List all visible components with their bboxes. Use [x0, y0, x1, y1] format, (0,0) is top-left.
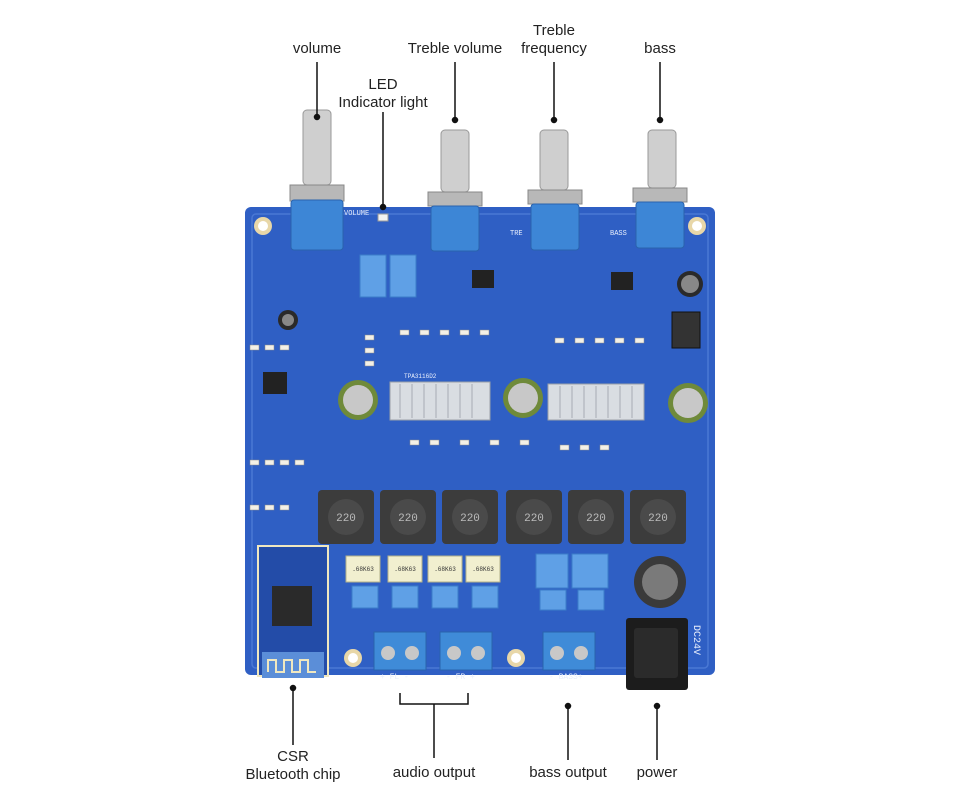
label-bass: bass: [644, 40, 676, 57]
capacitor-small-left: [278, 310, 298, 330]
film-cap-top-2: [389, 254, 417, 298]
label-bass-output: bass output: [529, 764, 607, 781]
inductor-2: [380, 490, 436, 544]
film-cap-top-1: [359, 254, 387, 298]
label-csr-line1: CSR: [277, 748, 309, 765]
inductors: [318, 490, 686, 544]
terminal-fr-silkscreen: - FR +: [446, 673, 475, 682]
inductor-3: [442, 490, 498, 544]
potentiometer-volume: [289, 109, 345, 251]
inductor-5: [568, 490, 624, 544]
capacitor-middle: [503, 378, 543, 418]
inductor-6-text: 220: [648, 513, 668, 525]
inductor-4: [506, 490, 562, 544]
label-csr: CSR Bluetooth chip: [238, 748, 348, 784]
label-treble-frequency: Treble frequency: [514, 22, 594, 58]
label-volume: volume: [292, 40, 342, 57]
label-csr-line2: Bluetooth chip: [245, 766, 341, 783]
bluetooth-module: [257, 545, 329, 678]
dc-silkscreen: DC24V: [690, 625, 701, 655]
potentiometer-treble-frequency: [527, 129, 583, 251]
capacitor-power: [634, 556, 686, 608]
leader-lines: [289, 62, 664, 760]
terminal-bass-silkscreen: - BASS+: [549, 673, 583, 682]
inductor-2-text: 220: [398, 513, 418, 525]
inductor-5-text: 220: [586, 513, 606, 525]
ic-tone-right: [611, 272, 633, 290]
led-indicator: [377, 213, 389, 222]
amp-chip-silkscreen: TPA3116D2: [404, 373, 437, 380]
film-caps-blue-lower: [351, 553, 609, 611]
film-cap-2-text: .68K63: [394, 566, 416, 573]
regulator: [671, 311, 701, 349]
label-treble-frequency-line2: frequency: [521, 40, 587, 57]
terminal-fl-silkscreen: + FL -: [380, 673, 409, 682]
label-treble-volume: Treble volume: [407, 40, 503, 57]
capacitor-left: [338, 380, 378, 420]
film-cap-4-text: .68K63: [472, 566, 494, 573]
heatsink-left: [389, 381, 491, 421]
terminal-fr: [439, 631, 493, 671]
capacitor-top-right: [677, 271, 703, 297]
label-led-line2: Indicator light: [338, 94, 428, 111]
dc-power-jack: [626, 618, 688, 690]
label-led-line1: LED: [368, 76, 398, 93]
pot-bass-silkscreen: BASS: [610, 230, 627, 238]
film-cap-1-text: .68K63: [352, 566, 374, 573]
inductor-3-text: 220: [460, 513, 480, 525]
pot-volume-silkscreen: VOLUME: [344, 210, 369, 218]
label-treble-frequency-line1: Treble: [533, 22, 575, 39]
terminal-fl: [373, 631, 427, 671]
inductor-1: [318, 490, 374, 544]
film-cap-markings: .68K63 .68K63 .68K63 .68K63: [352, 566, 494, 573]
film-caps-output: [345, 555, 501, 583]
pot-treble-silkscreen: TRE: [510, 230, 523, 238]
smd-components: [249, 329, 645, 511]
inductor-4-text: 220: [524, 513, 544, 525]
ic-left-side: [263, 372, 287, 394]
label-audio-output: audio output: [392, 764, 476, 781]
heatsink-right: [547, 383, 645, 421]
terminal-bass: [542, 631, 596, 671]
label-led: LED Indicator light: [333, 76, 433, 112]
label-power: power: [636, 764, 678, 781]
potentiometer-bass: [632, 129, 688, 249]
capacitor-right: [668, 383, 708, 423]
film-cap-3-text: .68K63: [434, 566, 456, 573]
potentiometer-treble-volume: [427, 129, 483, 252]
ic-tone-left: [472, 270, 494, 288]
inductor-markings: 220 220 220 220 220 220: [336, 513, 668, 525]
leader-audio-output: [399, 693, 469, 705]
inductor-1-text: 220: [336, 513, 356, 525]
inductor-6: [630, 490, 686, 544]
mounting-holes: [254, 217, 706, 667]
